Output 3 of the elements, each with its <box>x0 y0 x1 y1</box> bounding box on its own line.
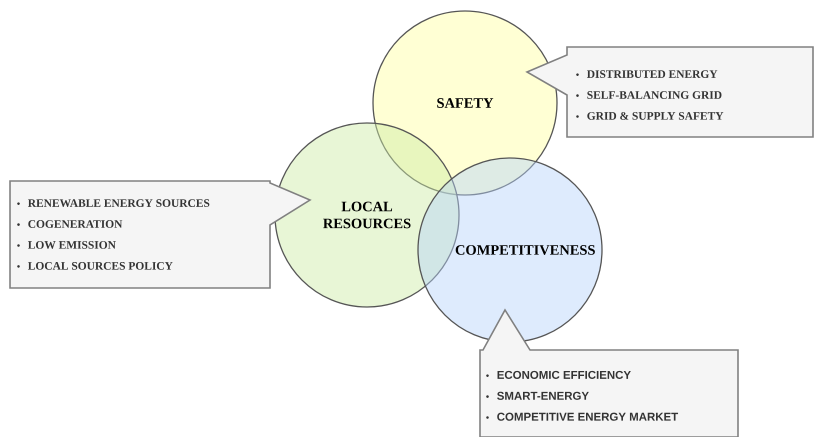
callout-box: ECONOMIC EFFICIENCY SMART-ENERGY COMPETITIVE ENERGY MARKET <box>479 308 739 437</box>
callout-box: DISTRIBUTED ENERGY SELF-BALANCING GRID GRID & SUPPLY SAFETY <box>525 46 814 138</box>
callout-box: RENEWABLE ENERGY SOURCES COGENERATION LOW EMISSION LOCAL SOURCES POLICY <box>9 180 312 289</box>
